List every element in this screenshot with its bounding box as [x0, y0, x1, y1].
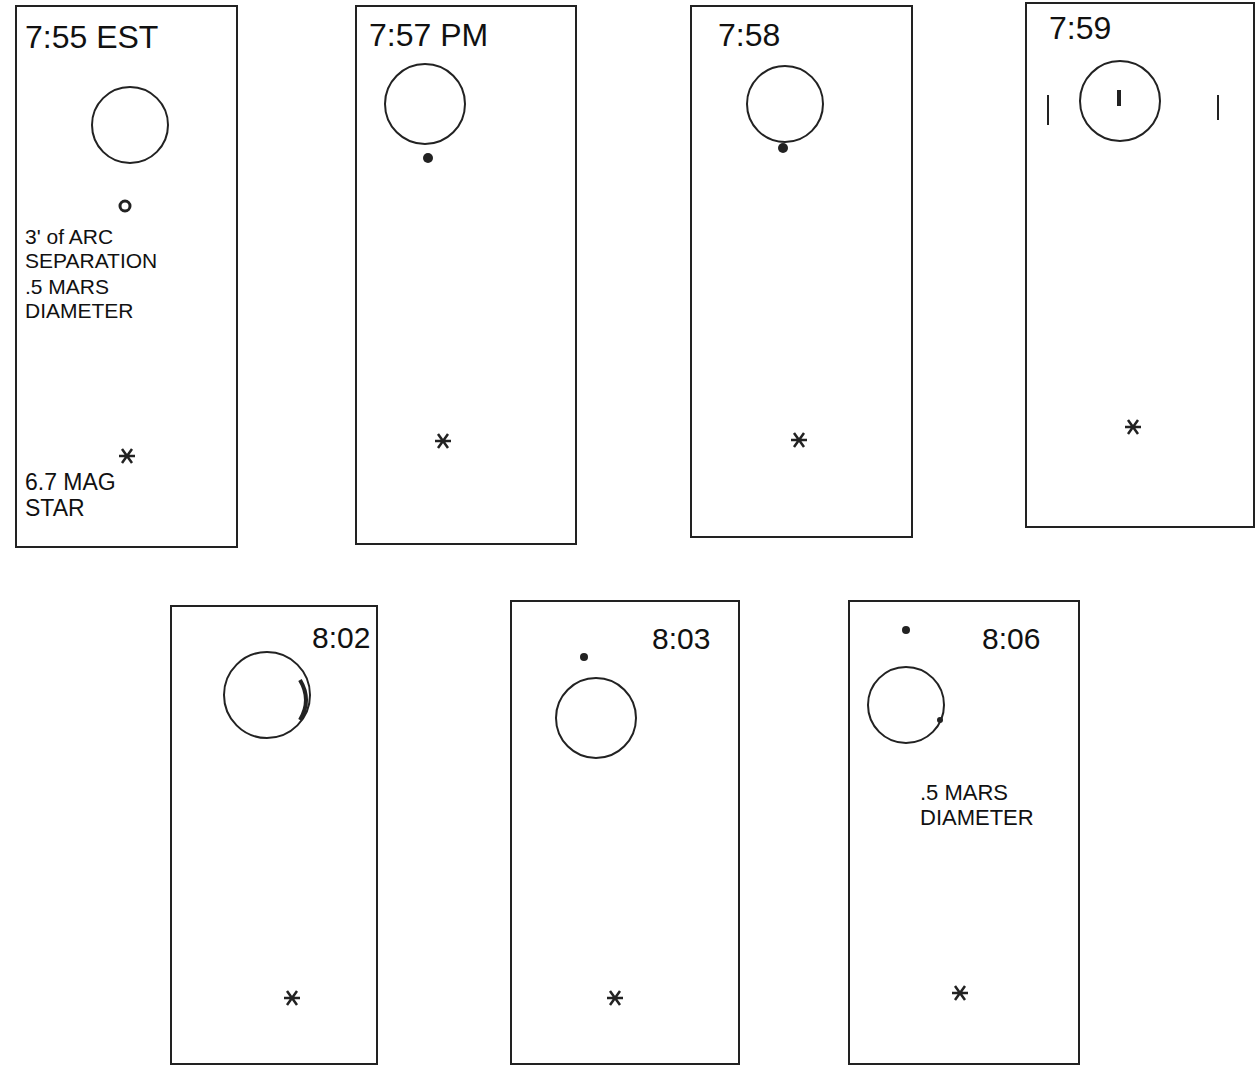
time-label: 7:59 [1049, 10, 1111, 47]
moon-dot [580, 653, 588, 661]
mars-disk [385, 64, 465, 144]
mars-disk [747, 66, 823, 142]
time-label: 7:57 PM [369, 17, 488, 54]
note-text: .5 MARS DIAMETER [920, 780, 1060, 831]
time-label: 8:03 [652, 622, 710, 657]
moon-on-limb [300, 680, 306, 720]
mars-disk [1080, 61, 1160, 141]
note-text: .5 MARS DIAMETER [25, 275, 175, 323]
moon-dot [423, 153, 433, 163]
star-symbol [1125, 420, 1141, 434]
tick-mark [1047, 95, 1049, 125]
moon-dot [120, 201, 130, 211]
star-symbol [791, 433, 807, 447]
mars-disk [224, 652, 310, 738]
observation-panel: 8:02 [170, 605, 378, 1065]
moon-dot [902, 626, 910, 634]
star-symbol [952, 986, 968, 1000]
observation-panel: 7:55 EST 3' of ARC SEPARATION.5 MARS DIAM… [15, 5, 238, 548]
moon-mark [1117, 90, 1121, 106]
tick-mark [1217, 95, 1219, 120]
star-symbol [435, 434, 451, 448]
mars-disk [556, 678, 636, 758]
mars-disk [868, 667, 944, 743]
time-label: 8:06 [982, 622, 1040, 657]
note-text: 3' of ARC SEPARATION [25, 225, 175, 273]
moon-dot [937, 717, 943, 723]
observation-panel: 7:58 [690, 5, 913, 538]
star-symbol [119, 449, 135, 463]
observation-panel: 7:57 PM [355, 5, 577, 545]
star-symbol [284, 991, 300, 1005]
star-symbol [607, 991, 623, 1005]
time-label: 8:02 [312, 621, 370, 656]
observation-panel: 7:59 [1025, 2, 1255, 528]
observation-panel: 8:06 .5 MARS DIAMETER [848, 600, 1080, 1065]
time-label: 7:55 EST [25, 19, 158, 56]
note-text: 6.7 MAG STAR [25, 469, 145, 522]
time-label: 7:58 [718, 17, 780, 54]
moon-dot [778, 143, 788, 153]
observation-panel: 8:03 [510, 600, 740, 1065]
mars-disk [92, 87, 168, 163]
